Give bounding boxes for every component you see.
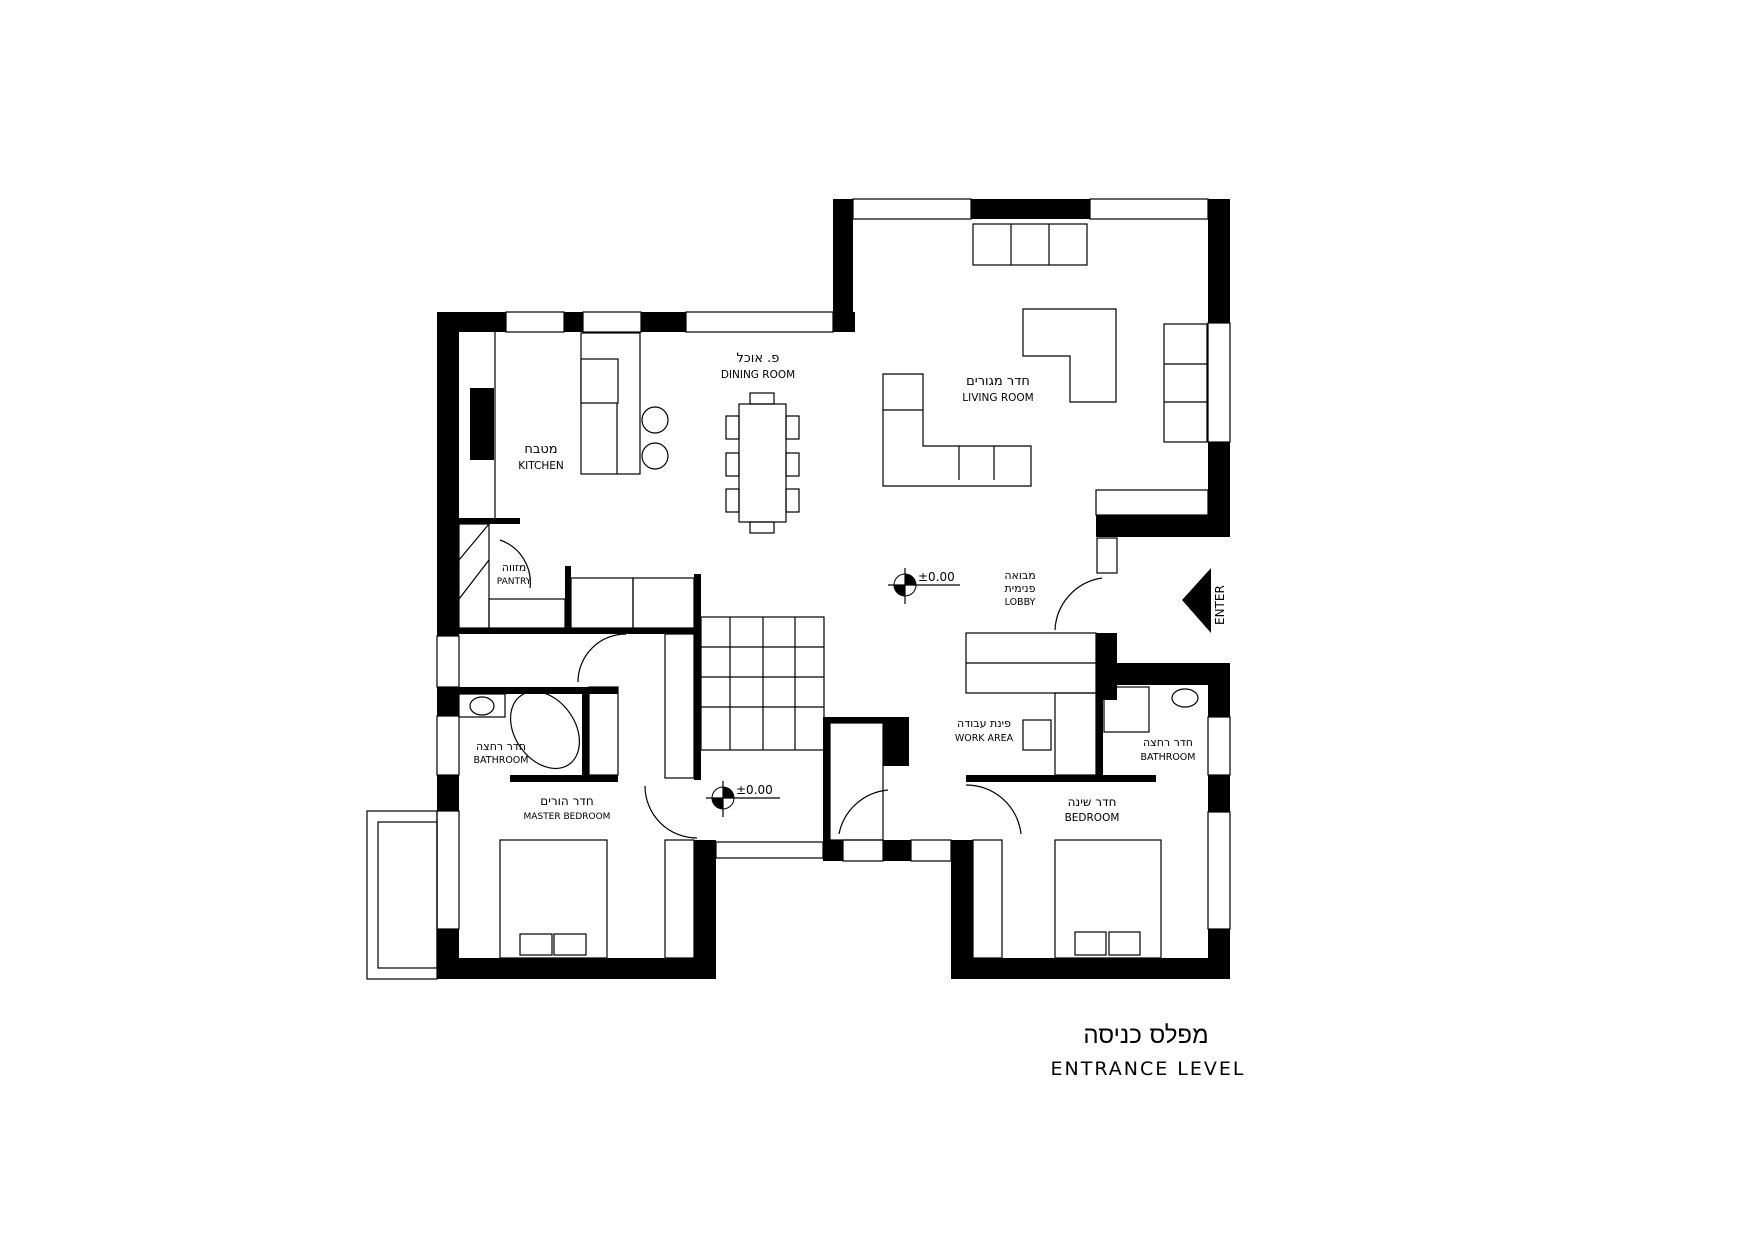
plan-title-english: ENTRANCE LEVEL bbox=[1051, 1058, 1246, 1080]
pantry-label-en: PANTRY bbox=[497, 577, 532, 587]
master-bath-label-en: BATHROOM bbox=[474, 755, 529, 766]
kitchen-label-he: מטבח bbox=[524, 442, 557, 457]
bedroom-label-en: BEDROOM bbox=[1065, 812, 1120, 824]
level-marker-icon bbox=[706, 781, 780, 817]
work-area-label-en: WORK AREA bbox=[955, 733, 1014, 744]
living-label-he: חדר מגורים bbox=[966, 374, 1030, 389]
level-main: ±0.00 bbox=[918, 570, 955, 584]
bedroom-fixtures bbox=[829, 577, 1199, 959]
lobby-label-he-2: פנימית bbox=[1005, 582, 1036, 595]
walls bbox=[436, 198, 1231, 979]
dining-table bbox=[725, 392, 800, 534]
lobby-label-en: LOBBY bbox=[1005, 597, 1036, 608]
lobby-label-he-1: מבואה bbox=[1004, 569, 1035, 582]
pantry-label-he: מזווה bbox=[502, 561, 526, 574]
bedroom-label-he: חדר שינה bbox=[1068, 795, 1117, 809]
entry-arrow-icon bbox=[1182, 568, 1211, 633]
level-marker-icon bbox=[888, 568, 960, 604]
dining-label-he: פ. אוכל bbox=[737, 351, 780, 366]
master-bedroom-label-he: חדר הורים bbox=[540, 794, 594, 808]
dining-label-en: DINING ROOM bbox=[721, 369, 795, 381]
master-suite-fixtures bbox=[458, 633, 698, 959]
living-furniture bbox=[882, 223, 1208, 487]
bath2-label-en: BATHROOM bbox=[1141, 752, 1196, 763]
living-label-en: LIVING ROOM bbox=[962, 392, 1033, 404]
pantry-cabinets bbox=[458, 523, 695, 629]
room-labels: פ. אוכל DINING ROOM חדר מגורים LIVING RO… bbox=[474, 351, 1196, 824]
master-bath-label-he: חדר רחצה bbox=[476, 740, 526, 753]
master-bedroom-label-en: MASTER BEDROOM bbox=[524, 812, 611, 822]
kitchen-label-en: KITCHEN bbox=[518, 460, 564, 472]
balcony bbox=[366, 810, 438, 980]
staircase bbox=[664, 616, 825, 959]
kitchen-fixtures bbox=[470, 332, 669, 518]
level-hall: ±0.00 bbox=[736, 783, 773, 797]
enter-label: ENTER bbox=[1213, 585, 1227, 625]
work-area-label-he: פינת עבודה bbox=[957, 717, 1011, 730]
plan-title-hebrew: מפלס כניסה bbox=[1083, 1021, 1208, 1049]
bath2-label-he: חדר רחצה bbox=[1143, 736, 1193, 749]
